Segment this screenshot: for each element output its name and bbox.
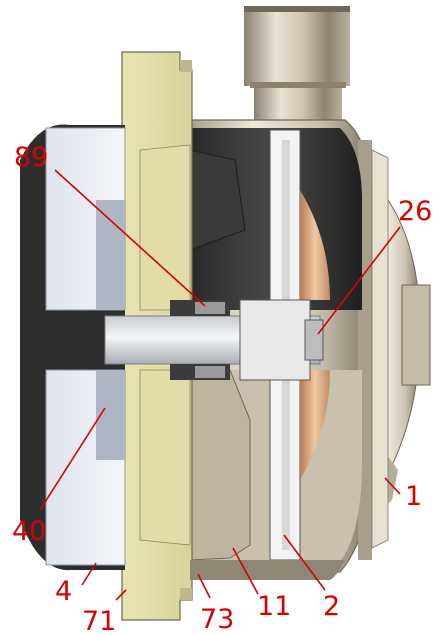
callout-11: 11: [257, 591, 291, 622]
callout-2: 2: [323, 591, 340, 622]
motor-housing: [20, 124, 126, 571]
impeller-nut: [239, 299, 324, 381]
callout-89: 89: [14, 142, 48, 173]
callout-40: 40: [12, 516, 46, 547]
discharge-pipe: [244, 6, 350, 136]
callout-73: 73: [200, 604, 234, 635]
callout-1: 1: [405, 481, 422, 512]
mechanical-seal: [170, 300, 230, 380]
callout-71: 71: [82, 606, 116, 635]
callout-4: 4: [55, 576, 72, 607]
leader-lines: [39, 169, 401, 601]
callout-26: 26: [398, 196, 432, 227]
callout-labels: 89 26 40 1 4 71 73 11 2: [12, 142, 432, 635]
base-ring: [190, 560, 345, 580]
